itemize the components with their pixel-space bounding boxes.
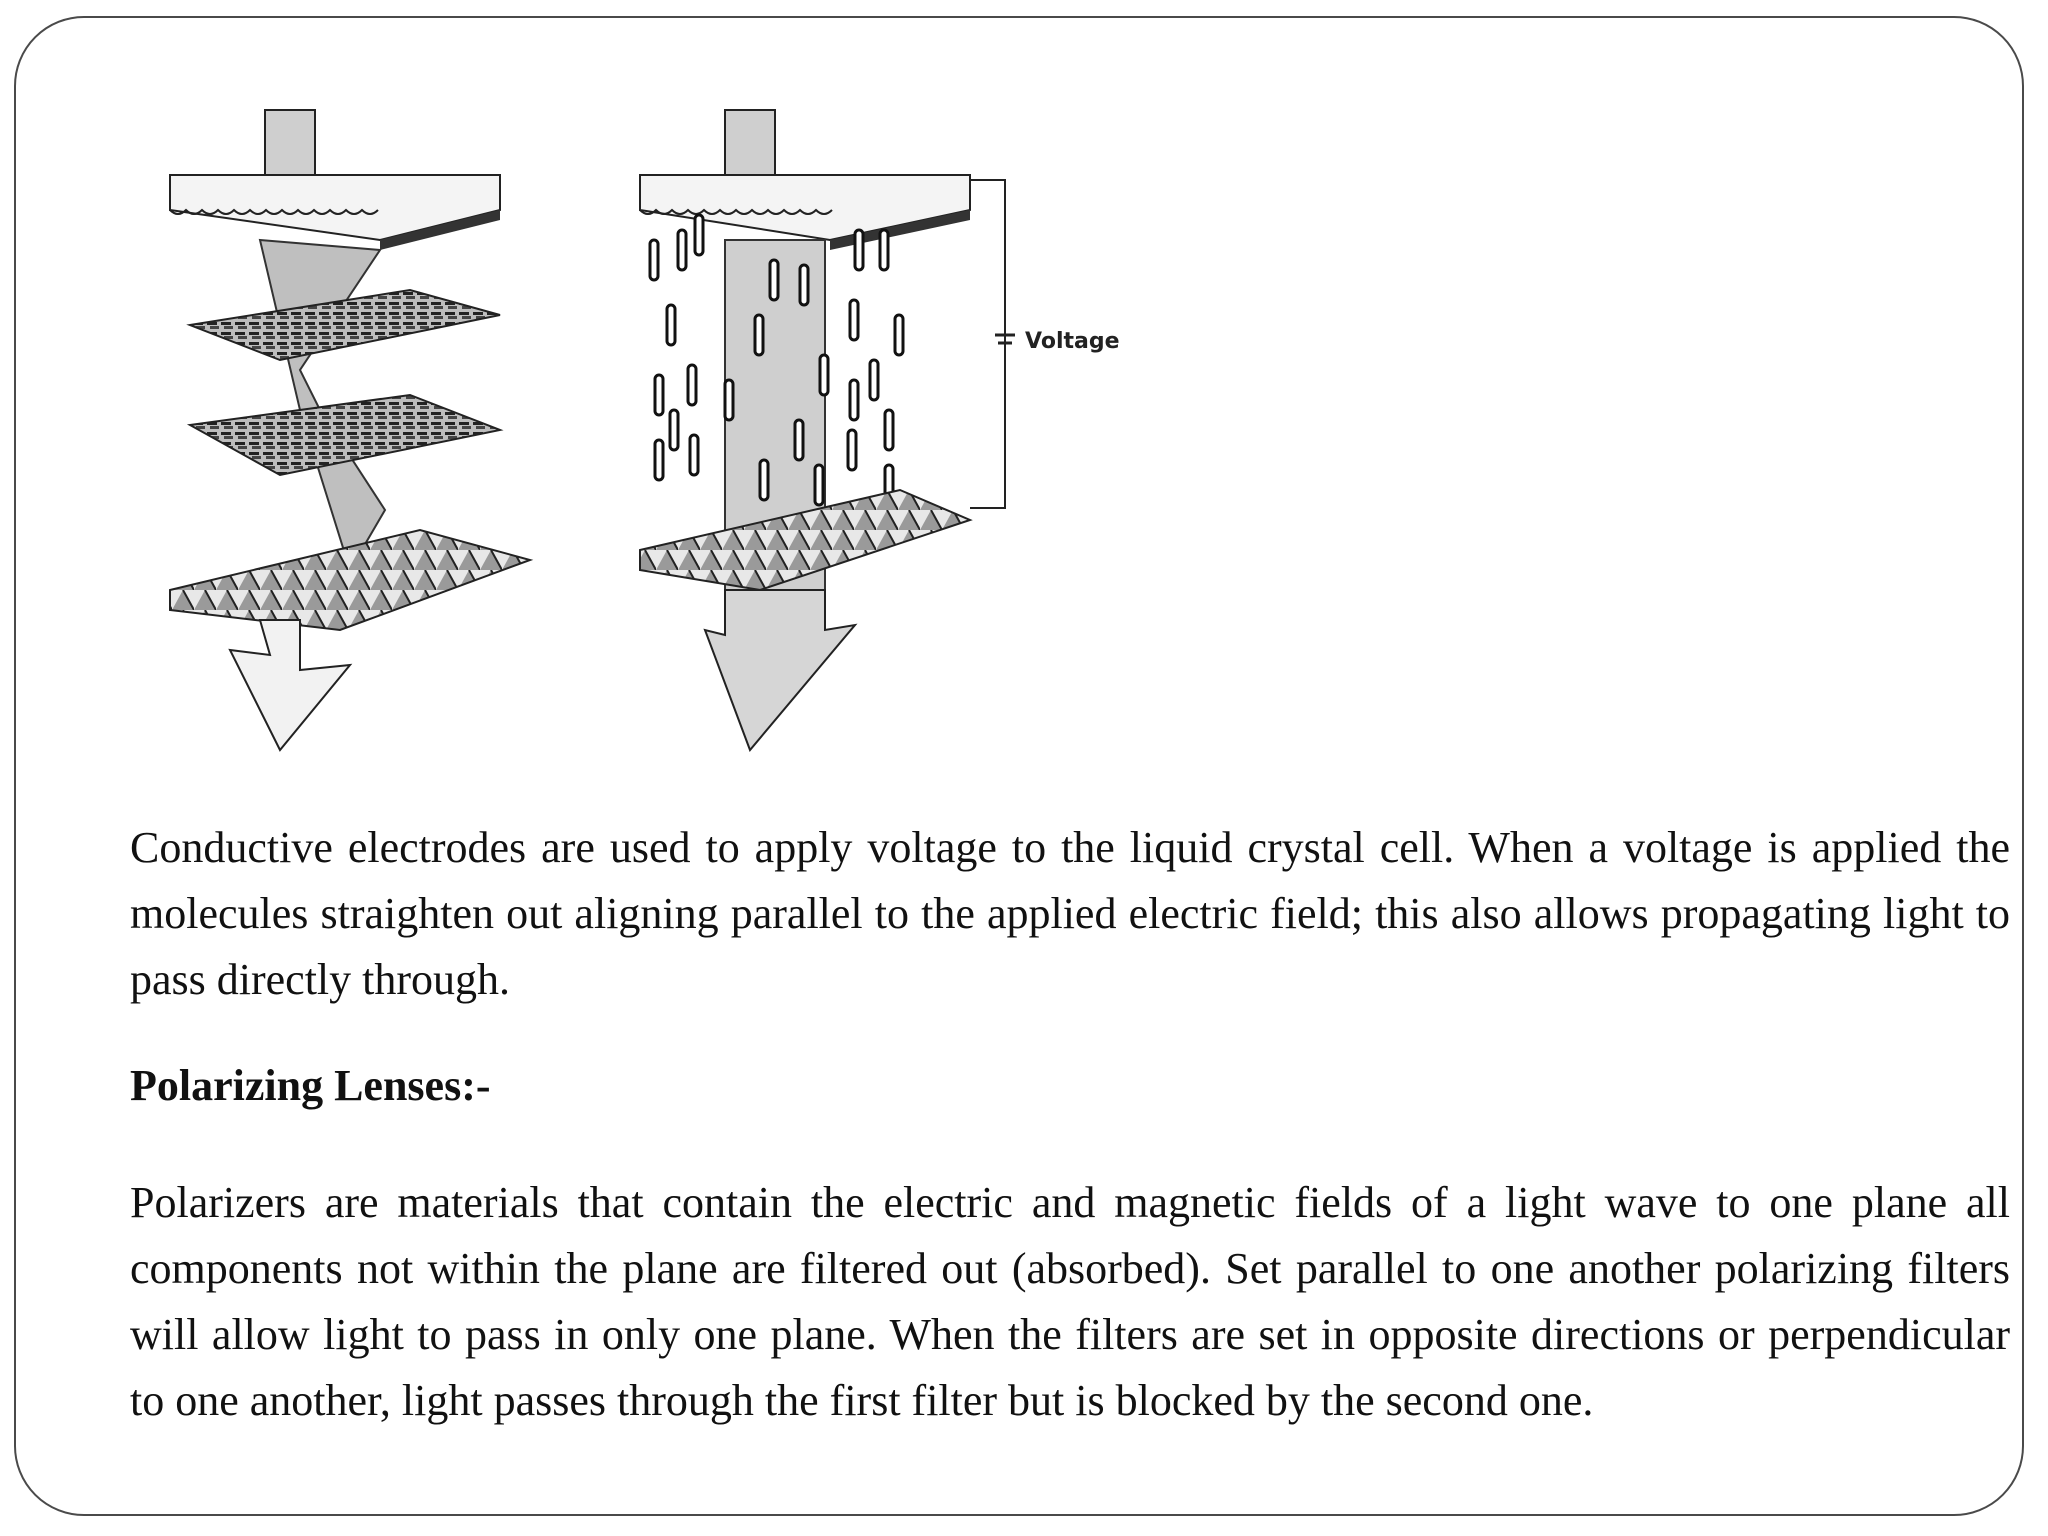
lcd-diagram-svg: Voltage [169, 109, 1120, 752]
section-heading: Polarizing Lenses:- [130, 1061, 491, 1110]
right-assembly: Voltage [639, 109, 1120, 752]
lcd-cell-diagram: Voltage [150, 90, 1130, 780]
paragraph-voltage-explanation: Conductive electrodes are used to apply … [130, 823, 2010, 1004]
paragraph-polarizers: Polarizers are materials that contain th… [130, 1178, 2010, 1425]
voltage-label: Voltage [1025, 329, 1120, 354]
left-assembly [169, 109, 534, 752]
